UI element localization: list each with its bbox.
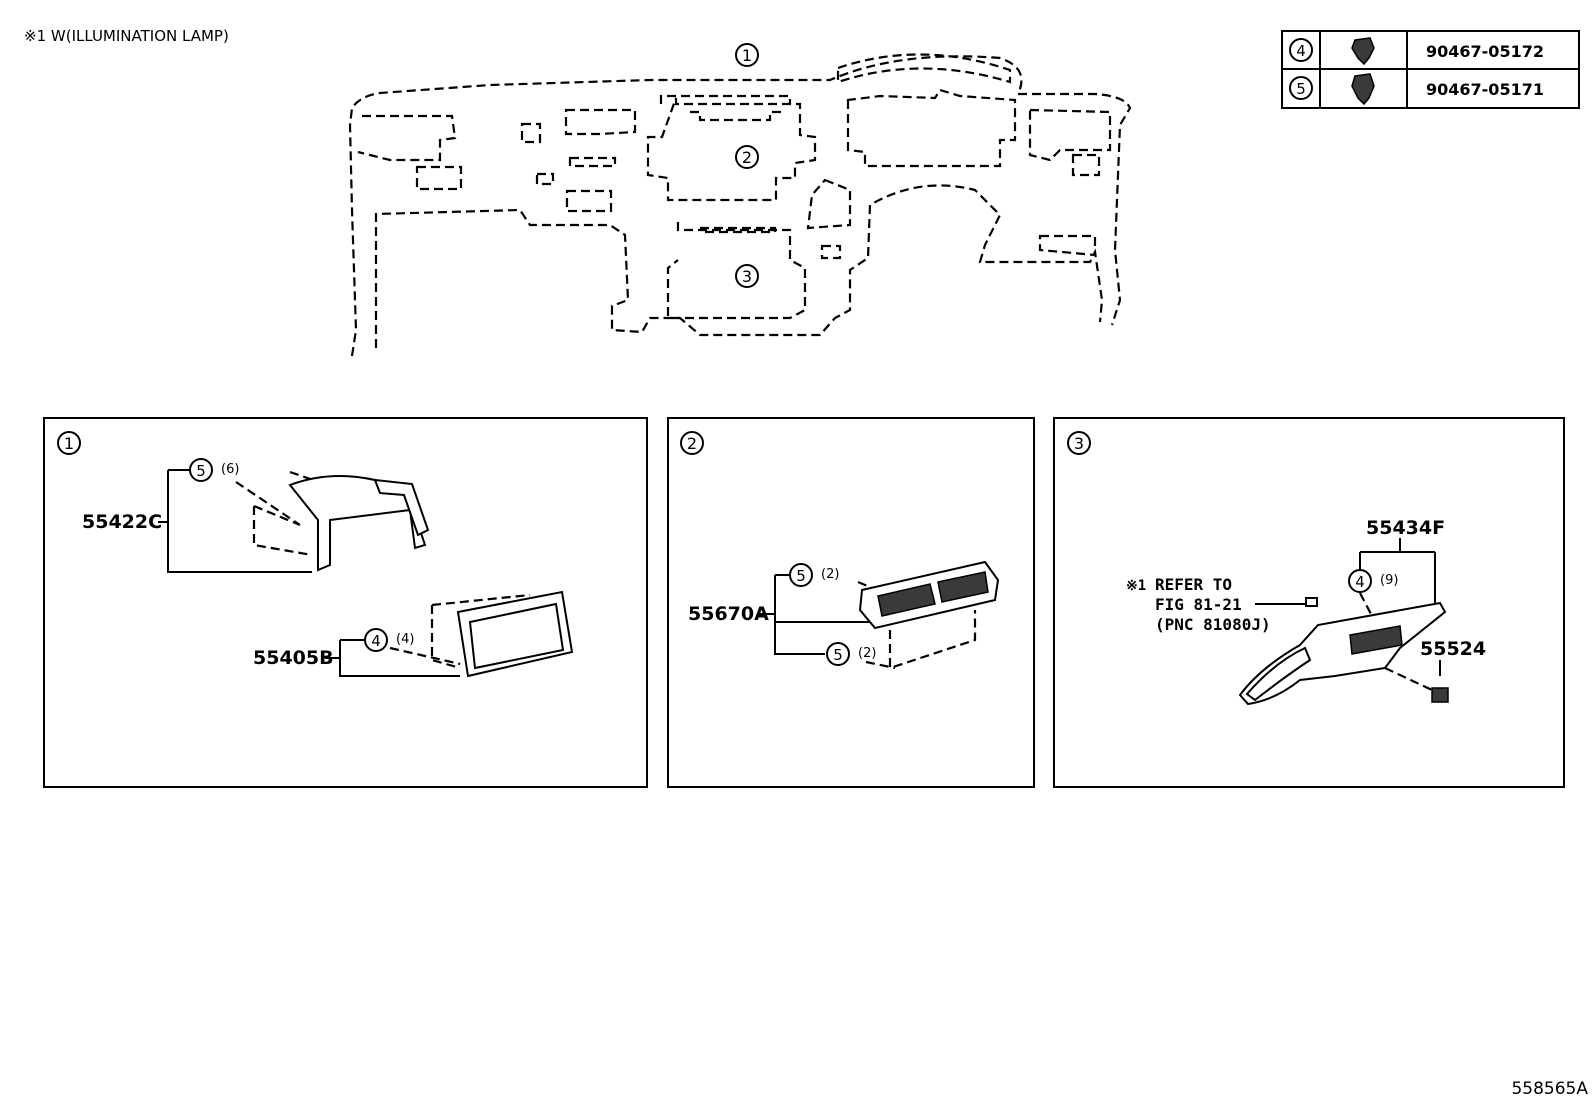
clip-icon bbox=[1351, 73, 1375, 106]
part-label-55670A: 55670A bbox=[688, 603, 769, 625]
detail-panel-3: 3 55434F 4 (9) 55524 ※1 REFER TO FIG 81-… bbox=[1053, 417, 1565, 788]
overview-callout-2: 2 bbox=[735, 145, 759, 169]
fastener-row-4: 4 90467-05172 bbox=[1289, 37, 1544, 66]
fastener-table: 4 90467-05172 5 90467-05171 bbox=[1281, 30, 1580, 109]
part-label-55434F: 55434F bbox=[1366, 517, 1445, 539]
detail-panel-2: 2 55670A 5 (2) 5 (2) bbox=[667, 417, 1035, 788]
svg-text:FIG 81-21: FIG 81-21 bbox=[1155, 595, 1242, 614]
dashboard-overview bbox=[348, 53, 1132, 357]
illumination-note: ※1 W(ILLUMINATION LAMP) bbox=[24, 27, 229, 45]
panel-number: 3 bbox=[1074, 434, 1084, 453]
svg-text:4: 4 bbox=[1355, 573, 1365, 591]
svg-text:REFER TO: REFER TO bbox=[1155, 575, 1232, 594]
svg-text:3: 3 bbox=[742, 267, 752, 286]
svg-text:5: 5 bbox=[196, 462, 206, 480]
figure-id: 558565A bbox=[1511, 1079, 1588, 1099]
svg-text:5: 5 bbox=[1296, 80, 1306, 98]
panel-number: 2 bbox=[687, 434, 697, 453]
fastener-row-5: 5 90467-05171 bbox=[1289, 73, 1544, 106]
svg-text:※1: ※1 bbox=[1126, 578, 1146, 594]
bulb-part bbox=[1305, 597, 1318, 607]
fastener-part-number: 90467-05171 bbox=[1426, 80, 1544, 99]
svg-text:1: 1 bbox=[742, 46, 752, 65]
clip-icon bbox=[1351, 37, 1375, 66]
detail-panel-1: 1 55422C 5 (6) 55405B 4 (4) bbox=[43, 417, 648, 788]
switch-part-55524 bbox=[1431, 687, 1449, 703]
svg-text:5: 5 bbox=[796, 567, 806, 585]
part-label-55524: 55524 bbox=[1420, 638, 1486, 660]
svg-text:5: 5 bbox=[833, 646, 843, 664]
reference-note: ※1 REFER TO FIG 81-21 (PNC 81080J) bbox=[1126, 575, 1318, 634]
part-label-55405B: 55405B bbox=[253, 647, 334, 669]
svg-text:(PNC 81080J): (PNC 81080J) bbox=[1155, 615, 1271, 634]
svg-text:2: 2 bbox=[742, 148, 752, 167]
svg-text:(4): (4) bbox=[396, 632, 414, 647]
svg-text:4: 4 bbox=[1296, 42, 1306, 60]
svg-text:(2): (2) bbox=[858, 646, 876, 661]
svg-text:4: 4 bbox=[371, 632, 381, 650]
overview-callout-3: 3 bbox=[735, 264, 759, 288]
svg-text:(6): (6) bbox=[221, 462, 239, 477]
overview-callout-1: 1 bbox=[735, 43, 759, 67]
svg-text:(2): (2) bbox=[821, 567, 839, 582]
fastener-part-number: 90467-05172 bbox=[1426, 42, 1544, 61]
part-label-55422C: 55422C bbox=[82, 511, 162, 533]
panel-number: 1 bbox=[64, 434, 74, 453]
svg-text:(9): (9) bbox=[1380, 573, 1398, 588]
